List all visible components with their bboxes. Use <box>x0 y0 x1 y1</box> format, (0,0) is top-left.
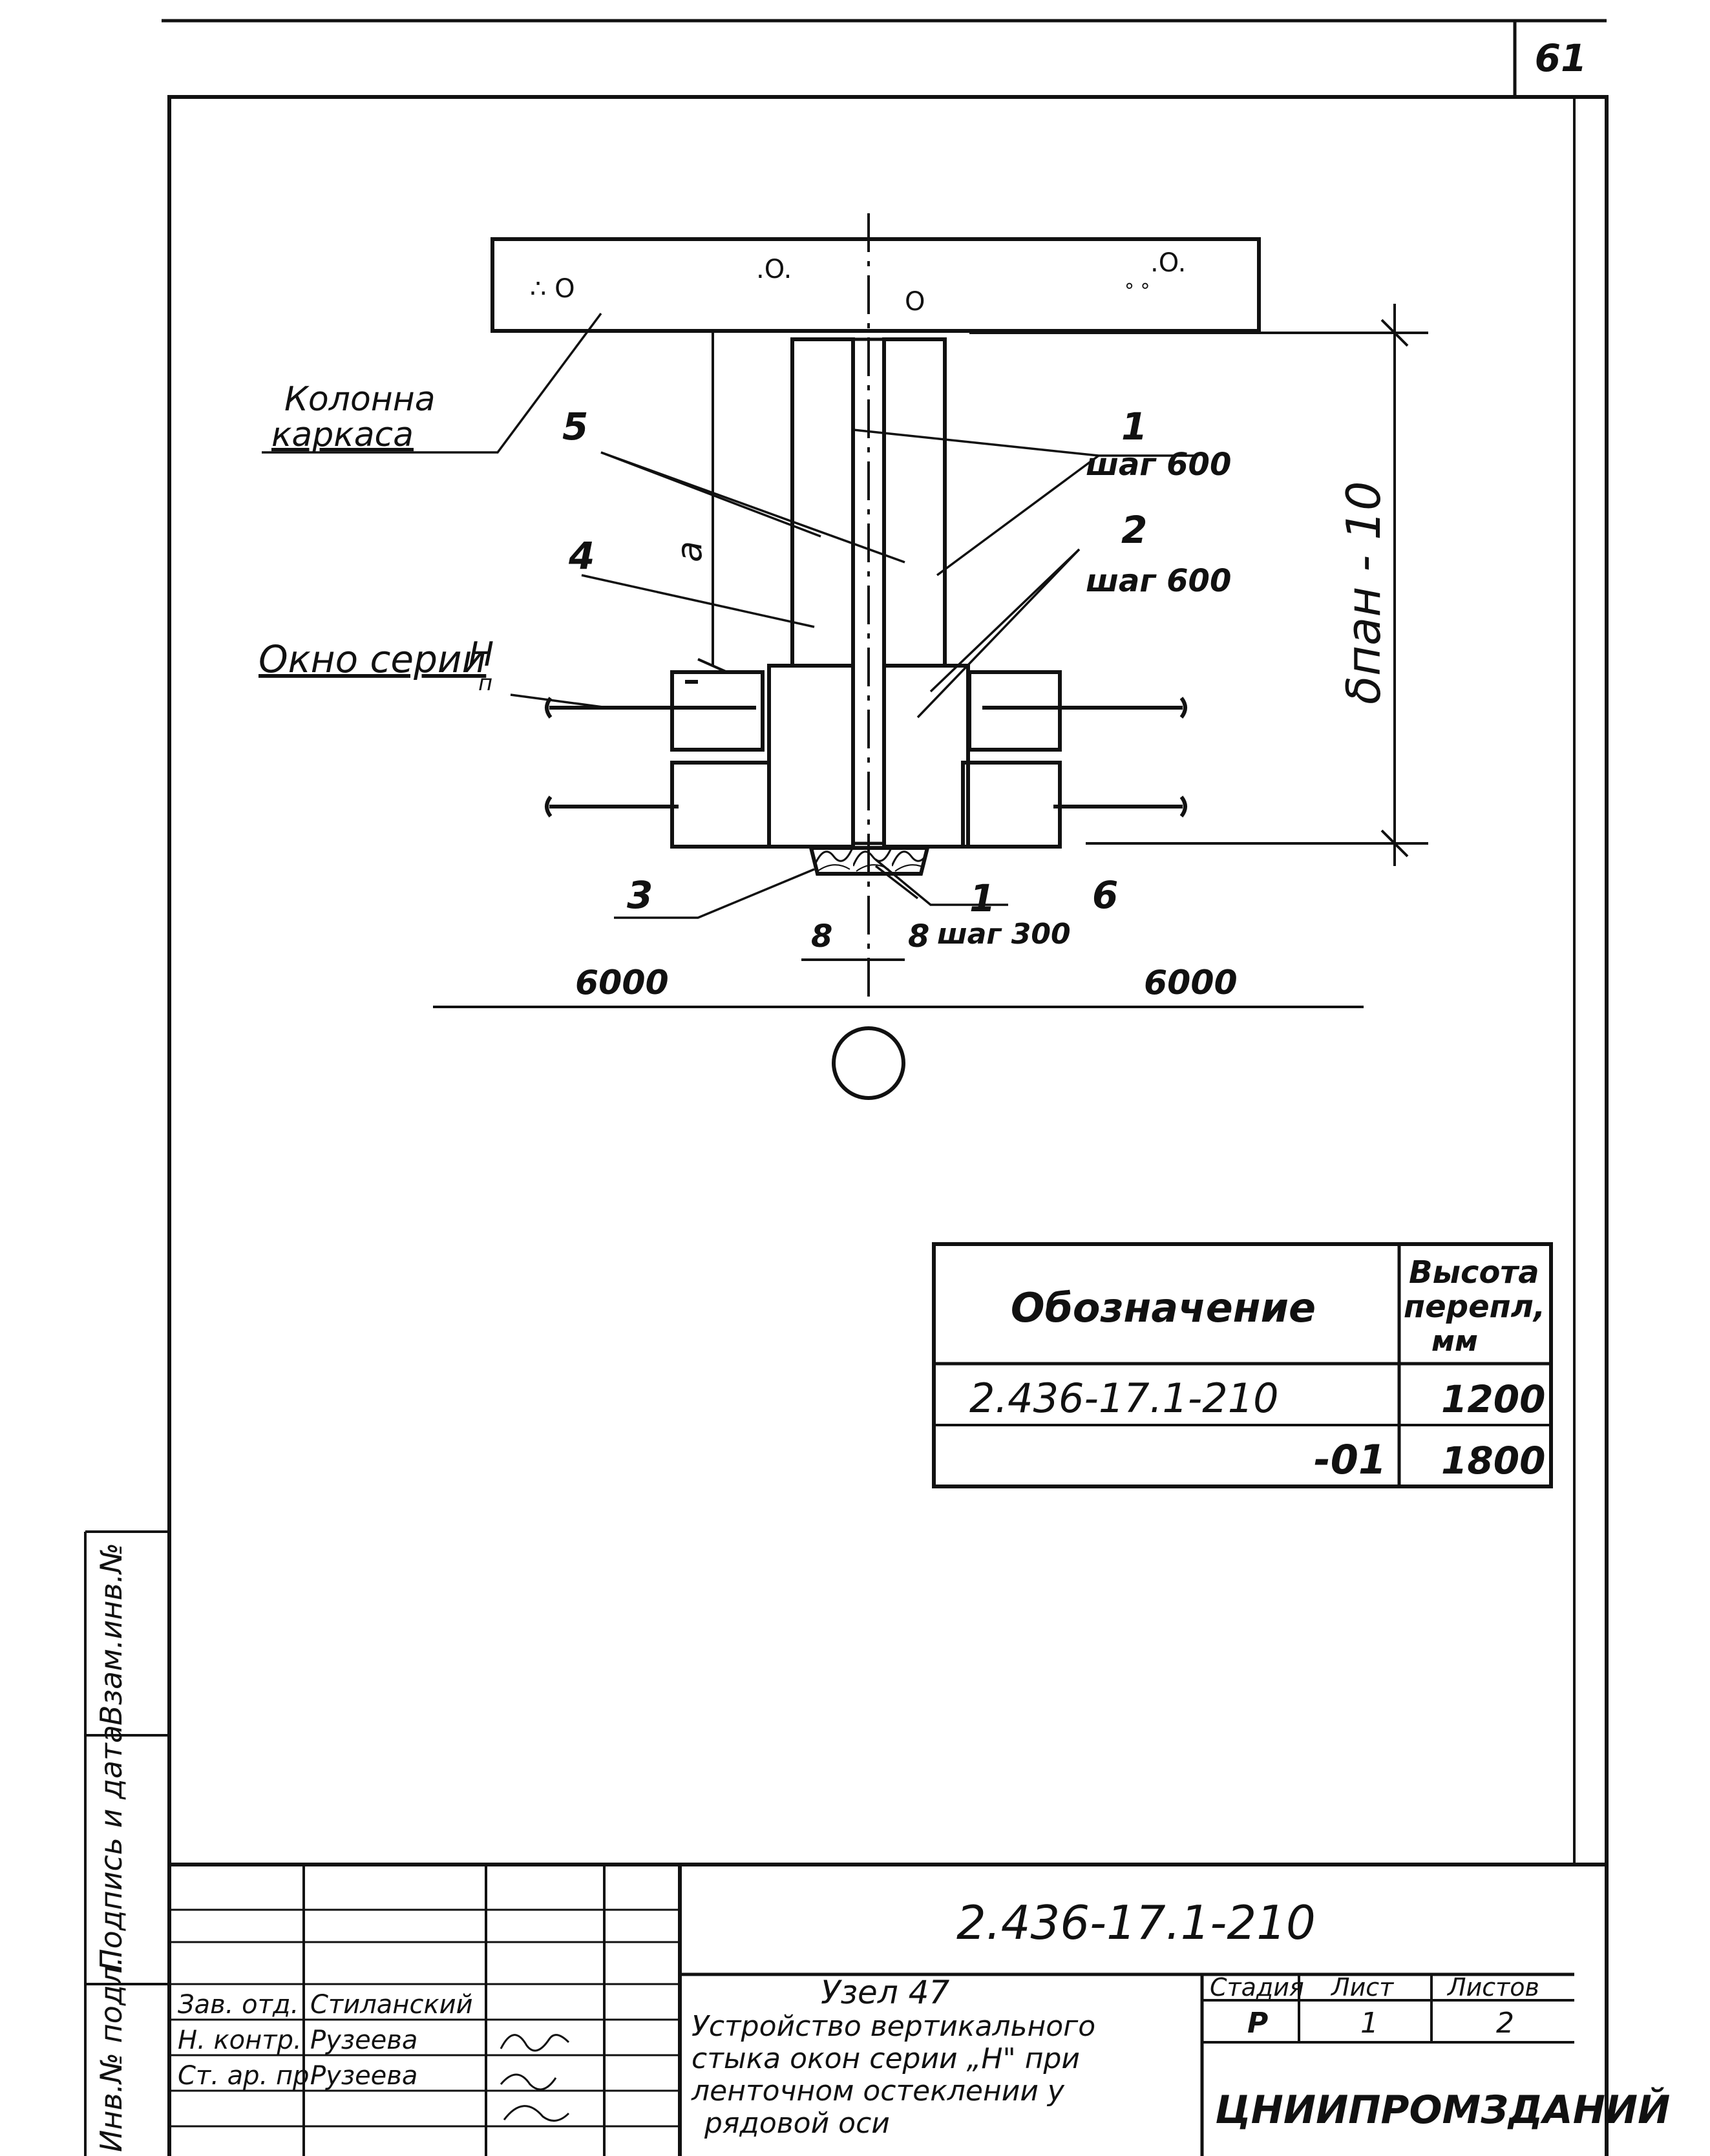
callout-1-bottom: 1 <box>969 876 995 920</box>
dim-a-label: а <box>669 541 710 562</box>
description-line-1: Устройство вертикального <box>691 2010 1095 2043</box>
window-series-sub: п <box>478 670 492 696</box>
sheets-label: Листов <box>1446 1973 1539 2002</box>
variants-table: Обозначение Высота перепл, мм 2.436-17.1… <box>932 1242 1553 1488</box>
svg-text:O: O <box>905 287 925 317</box>
window-series-label: Окно серии <box>259 637 486 681</box>
doc-code: 2.436-17.1-210 <box>956 1896 1316 1950</box>
sheet-label: Лист <box>1330 1973 1395 2002</box>
sheets-value: 2 <box>1496 2007 1514 2040</box>
spacing-right-label: 6000 <box>1144 964 1238 1002</box>
description-line-2: стыка окон серии „Н" при <box>691 2042 1080 2075</box>
svg-text:.O.: .O. <box>1150 248 1186 278</box>
sheet-value: 1 <box>1360 2007 1378 2040</box>
stamp-inv-replacement: Взам.инв.№ <box>94 1543 129 1726</box>
table-header-designation: Обозначение <box>1011 1284 1316 1331</box>
person-name-1: Стиланский <box>310 1990 473 2020</box>
description-line-3: ленточном остеклении у <box>691 2075 1065 2108</box>
callout-1-step: шаг 600 <box>1086 447 1231 483</box>
window-profiles <box>545 664 1187 876</box>
sheet-frame <box>167 95 1609 2156</box>
stage-value: Р <box>1247 2007 1268 2040</box>
sheet-header: 61 <box>162 19 1607 97</box>
side-stamp: Взам.инв.№ Подпись и дата Инв.№ подл. <box>84 1530 169 2156</box>
person-role-2: Н. контр. <box>178 2025 302 2055</box>
stamp-inv-original: Инв.№ подл. <box>94 1956 129 2152</box>
page-number: 61 <box>1535 36 1587 80</box>
person-role-3: Ст. ар. пр. <box>178 2061 317 2091</box>
callout-1-top: 1 <box>1121 405 1147 449</box>
table-header-height-1: Высота <box>1409 1254 1539 1291</box>
column-label-2: каркаса <box>271 416 414 454</box>
callout-6: 6 <box>1092 873 1118 917</box>
table-header-height-2: перепл, <box>1404 1289 1545 1325</box>
callout-3: 3 <box>627 873 653 917</box>
svg-text:.O.: .O. <box>756 255 792 284</box>
svg-text:° °: ° ° <box>1124 280 1150 302</box>
description-line-4: рядовой оси <box>704 2107 890 2140</box>
panel-height-label: δпан - 10 <box>1336 481 1391 704</box>
callouts: Колонна каркаса Окно серии Н п 5 4 1 шаг… <box>259 380 1238 1002</box>
concrete-slab: ∴ O .O. O .O. ° ° <box>491 237 1261 333</box>
callout-2: 2 <box>1121 508 1147 552</box>
table-header-height-3: мм <box>1431 1325 1478 1358</box>
stamp-sign-date: Подпись и дата <box>94 1725 129 1971</box>
person-role-1: Зав. отд. <box>178 1990 299 2020</box>
dimension-lines <box>433 304 1428 1008</box>
table-row-2-height: 1800 <box>1441 1439 1545 1483</box>
callout-2-step: шаг 600 <box>1086 563 1231 599</box>
table-row-1-designation: 2.436-17.1-210 <box>969 1375 1279 1422</box>
window-series-mark: Н <box>469 635 494 674</box>
title-block <box>169 1863 1607 2156</box>
title-block-text: 2.436-17.1-210 Узел 47 Устройство вертик… <box>178 1896 1670 2140</box>
column-label-1: Колонна <box>284 380 436 419</box>
gap-right-label: 8 <box>908 918 929 955</box>
callout-1-bottom-step: шаг 300 <box>937 918 1071 951</box>
table-row-1-height: 1200 <box>1441 1377 1545 1421</box>
spacing-left-label: 6000 <box>575 964 669 1002</box>
node-title: Узел 47 <box>821 1974 949 2011</box>
callout-5: 5 <box>562 405 588 449</box>
leader-lines <box>262 312 1196 919</box>
gap-left-label: 8 <box>811 918 832 955</box>
table-row-2-designation: -01 <box>1314 1436 1386 1483</box>
organization: ЦНИИПРОМЗДАНИЙ <box>1215 2087 1670 2133</box>
person-name-3: Рузеева <box>310 2061 417 2091</box>
callout-4: 4 <box>568 534 595 578</box>
stage-label: Стадия <box>1210 1973 1304 2002</box>
person-name-2: Рузеева <box>310 2025 417 2055</box>
svg-text:∴ O: ∴ O <box>530 274 575 304</box>
axis-bubble <box>832 1026 905 1100</box>
